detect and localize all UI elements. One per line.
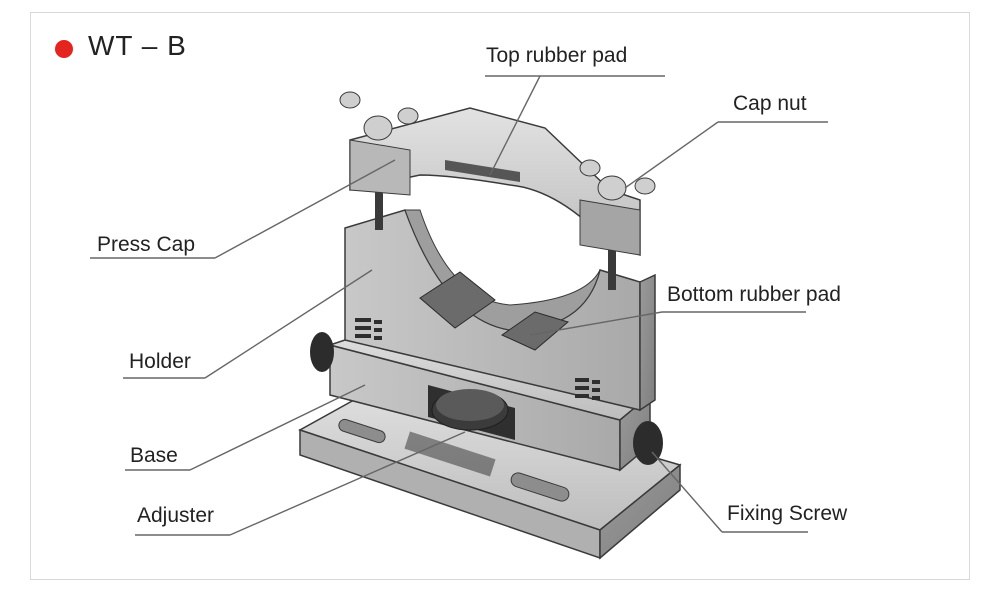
- title-bullet-dot: [55, 40, 73, 58]
- right-threaded-rod: [608, 245, 616, 290]
- label-base: Base: [130, 444, 178, 467]
- base-plate: [298, 379, 682, 560]
- bottom-rubber-pad-right: [500, 311, 570, 351]
- label-adjuster: Adjuster: [137, 504, 215, 527]
- label-top-rubber-pad: Top rubber pad: [486, 44, 628, 67]
- diagram-title: WT – B: [88, 30, 187, 61]
- holder-body: [344, 209, 656, 412]
- label-cap-nut: Cap nut: [733, 92, 807, 115]
- left-screw-knob: [310, 332, 334, 372]
- top-rubber-pad: [445, 160, 520, 182]
- left-cap-nut: [339, 91, 419, 141]
- label-bottom-rubber-pad: Bottom rubber pad: [667, 283, 841, 306]
- label-fixing-screw: Fixing Screw: [727, 502, 848, 525]
- fixing-screw-knob: [633, 421, 663, 465]
- left-threaded-rod: [375, 185, 383, 230]
- label-holder: Holder: [129, 350, 191, 373]
- label-press-cap: Press Cap: [97, 233, 196, 256]
- adjuster-wheel: [431, 389, 509, 431]
- press-cap: [349, 107, 641, 257]
- bottom-rubber-pad-left: [419, 271, 496, 329]
- leader-lines: [90, 75, 828, 536]
